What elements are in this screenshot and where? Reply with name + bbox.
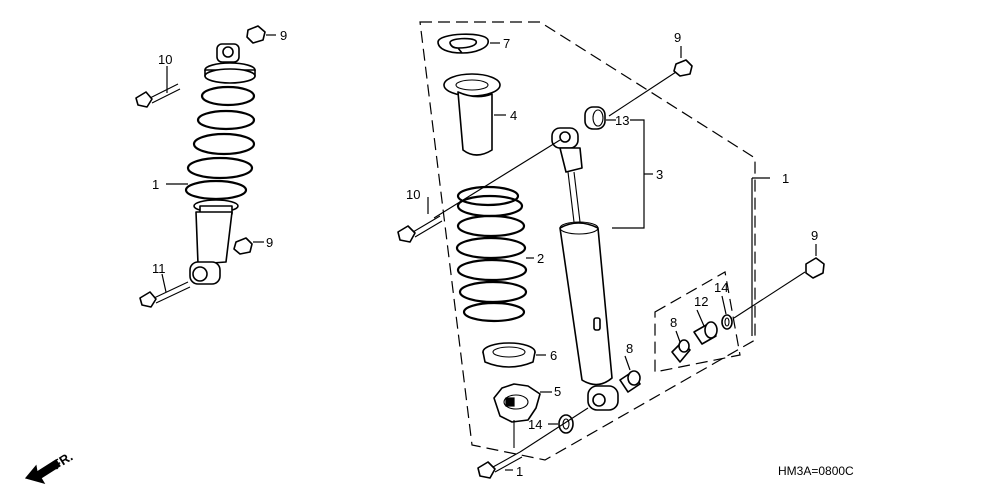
exploded-view-frame (419, 21, 756, 461)
callout-left-assembly: 1 (152, 177, 159, 192)
bushing-right (693, 321, 718, 345)
callout-bushing-upper: 13 (615, 113, 629, 128)
right-leader-lines (427, 42, 817, 471)
bushing-sub-frame (654, 271, 741, 373)
callout-bolt-bottom: 1 (516, 464, 523, 479)
callout-washer-right: 14 (714, 280, 728, 295)
callout-left-nut-top: 9 (280, 28, 287, 43)
washer-right (721, 314, 733, 330)
callout-bushing-right: 12 (694, 294, 708, 309)
spring-adjuster (493, 383, 541, 423)
callout-damper: 3 (656, 167, 663, 182)
callout-bolt-center: 10 (406, 187, 420, 202)
nut-far-right (805, 257, 825, 279)
spring-seat-top (437, 33, 489, 54)
washer-lower (558, 414, 574, 434)
callout-adjuster: 5 (554, 384, 561, 399)
collar-right (671, 339, 691, 363)
damper (551, 127, 619, 411)
bolt-bottom (477, 451, 523, 479)
callout-washer-lower: 14 (528, 417, 542, 432)
spring-seat-lower (482, 342, 536, 368)
callout-left-bolt-bottom: 11 (152, 261, 166, 276)
callout-left-nut-bottom: 9 (266, 235, 273, 250)
callout-collar-lower: 8 (626, 341, 633, 356)
callout-nut-far-right: 9 (811, 228, 818, 243)
collar-lower (619, 370, 641, 393)
callout-spring: 2 (537, 251, 544, 266)
bushing-upper (584, 106, 606, 130)
callout-spring-seat-top: 7 (503, 36, 510, 51)
coil-spring (455, 185, 528, 323)
callout-left-bolt-top: 10 (158, 52, 172, 67)
nut-top-right (673, 59, 693, 77)
bolt-center (397, 215, 443, 243)
left-shock-assembly (135, 25, 266, 308)
diagram-code: HM3A=0800C (778, 464, 854, 478)
callout-stopper: 4 (510, 108, 517, 123)
left-leader-lines (161, 34, 276, 293)
callout-assembly-right: 1 (782, 171, 789, 186)
front-direction-arrow: FR. (24, 449, 75, 484)
callout-seat-lower: 6 (550, 348, 557, 363)
stopper (443, 73, 501, 156)
callout-nut-top-right: 9 (674, 30, 681, 45)
callout-collar-right: 8 (670, 315, 677, 330)
